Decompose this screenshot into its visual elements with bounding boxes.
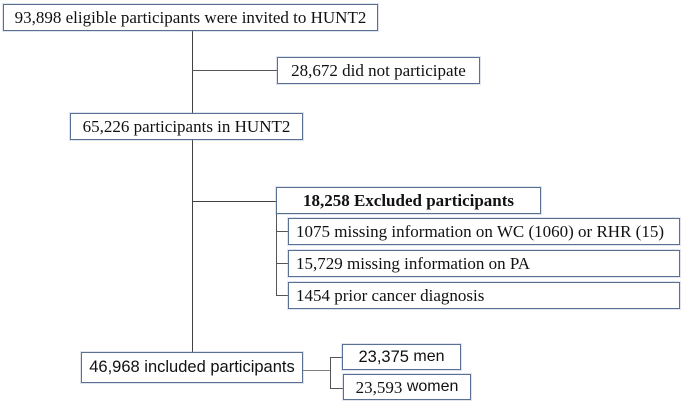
exclusion-reason-prior-cancer-box: 1454 prior cancer diagnosis (288, 282, 680, 309)
tick-women (330, 388, 343, 389)
exclusion-reason-missing-wc-rhr-box: 1075 missing information on WC (1060) or… (288, 218, 680, 245)
men-count-box: 23,375 men (342, 344, 461, 370)
tick-reason-3 (276, 295, 288, 296)
men-count: 23,375 (358, 347, 409, 366)
women-count: 23,593 (355, 377, 403, 397)
tick-reason-2 (276, 263, 288, 264)
invited-participants-box: 93,898 eligible participants were invite… (3, 4, 378, 31)
did-not-participate-box: 28,672 did not participate (277, 57, 480, 84)
women-label: women (406, 378, 459, 395)
tick-reason-1 (276, 231, 288, 232)
tick-men (330, 357, 342, 358)
exclusion-reason-missing-pa-box: 15,729 missing information on PA (288, 250, 680, 277)
branch-to-did-not-participate (192, 70, 277, 71)
sex-split-bracket (330, 357, 331, 389)
women-count-box: 23,593 women (343, 374, 471, 400)
branch-to-excluded (192, 201, 276, 202)
main-vertical-connector (192, 31, 193, 358)
excluded-participants-box: 18,258 Excluded participants (276, 187, 541, 214)
men-label: men (413, 348, 445, 365)
hunt2-participants-box: 65,226 participants in HUNT2 (70, 113, 303, 140)
connector-included-to-sex-split (303, 370, 330, 371)
included-participants-box: 46,968 included participants (81, 352, 303, 383)
excluded-reasons-bracket (276, 214, 277, 296)
